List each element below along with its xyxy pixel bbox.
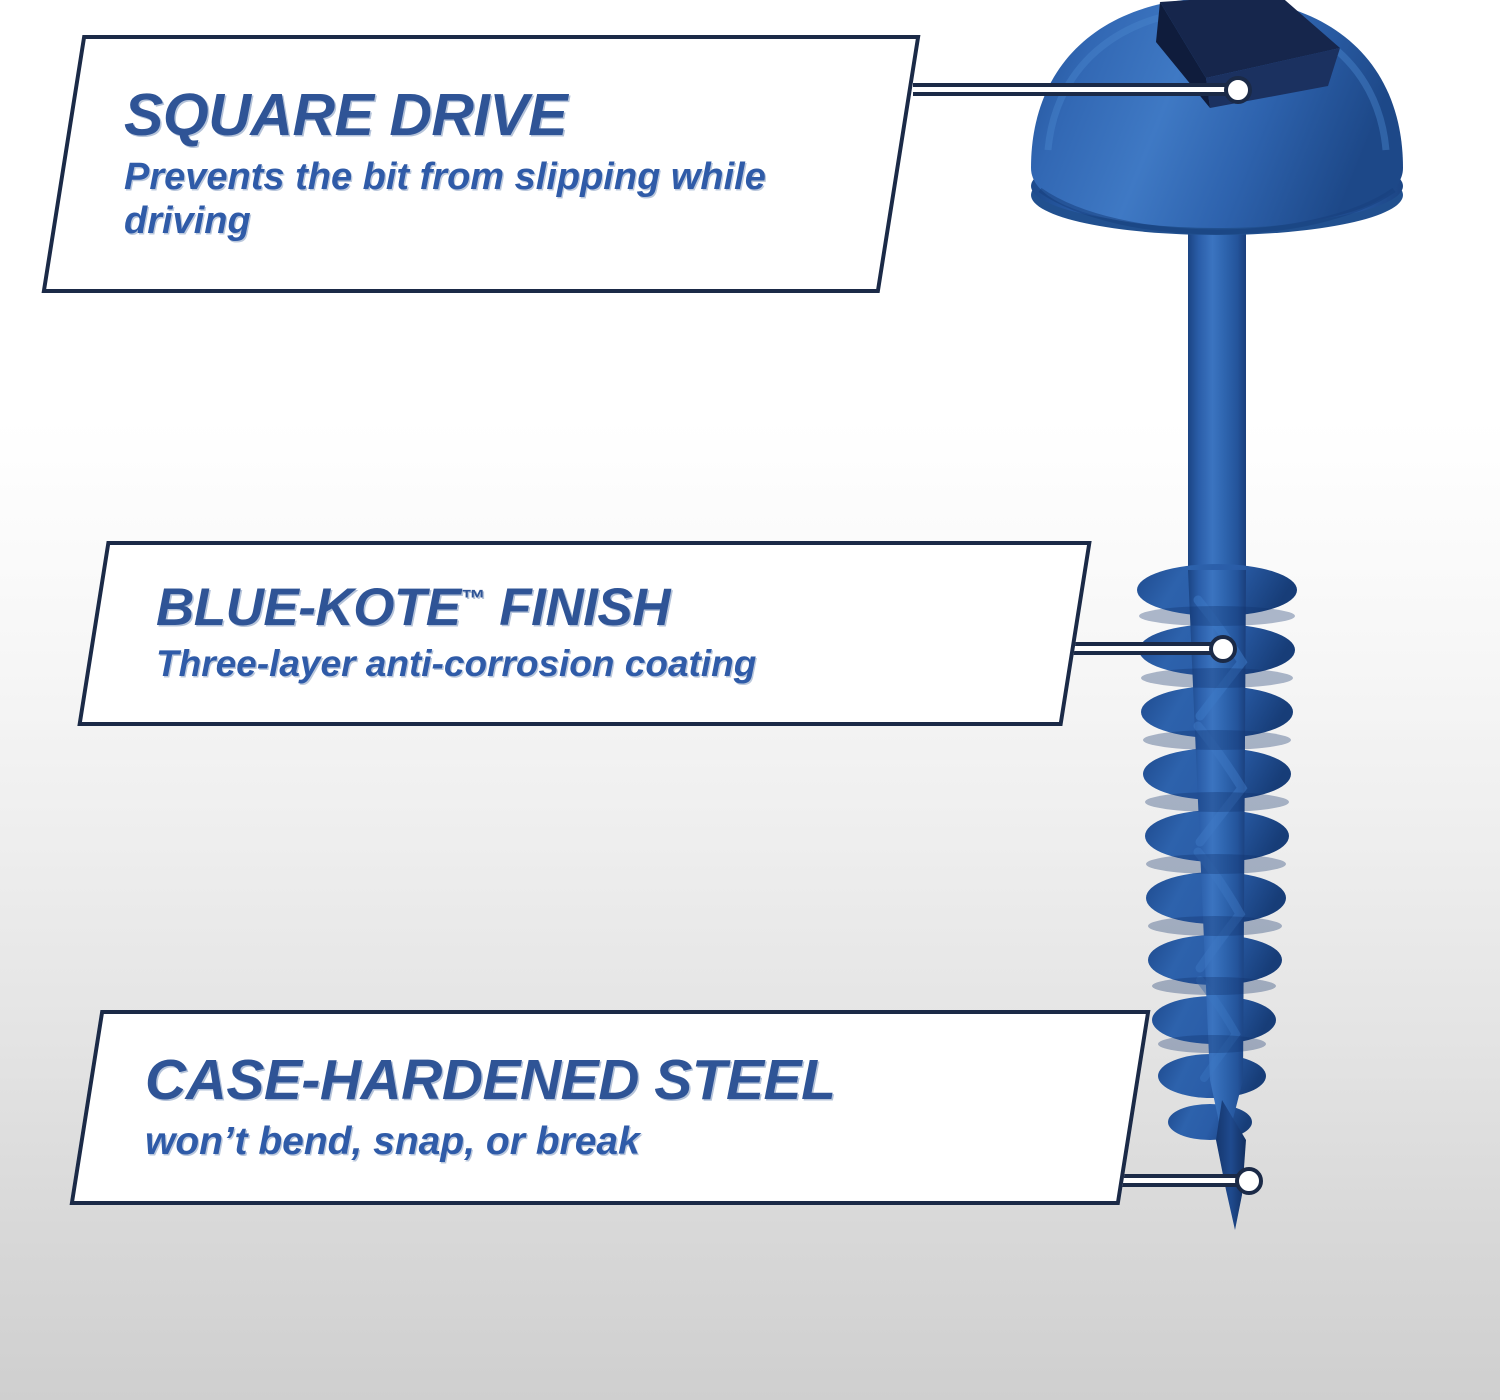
- callout-title-case-hardened: CASE-HARDENED STEEL: [145, 1047, 836, 1112]
- screw-illustration: [1031, 0, 1403, 1230]
- callout-subtitle-case-hardened: won’t bend, snap, or break: [145, 1119, 640, 1163]
- trademark-icon: ™: [460, 585, 486, 613]
- callout-subtitle-square-drive: Prevents the bit from slipping while dri…: [124, 156, 766, 243]
- leader-dot-icon-blue-kote: [1209, 635, 1237, 663]
- screw-head: [1031, 0, 1403, 235]
- callout-title-blue-kote-main: BLUE-KOTE: [156, 578, 461, 638]
- callout-case-hardened-steel: CASE-HARDENED STEEL won’t bend, snap, or…: [69, 1010, 1151, 1205]
- leader-dot-icon-square-drive: [1224, 76, 1252, 104]
- callout-blue-kote-finish: BLUE-KOTE™ FINISH Three-layer anti-corro…: [77, 541, 1092, 726]
- leader-line-blue-kote: [1048, 642, 1228, 655]
- callout-title-blue-kote: BLUE-KOTE™ FINISH: [156, 578, 1133, 638]
- callout-square-drive: SQUARE DRIVE Prevents the bit from slipp…: [41, 35, 921, 293]
- leader-line-square-drive: [913, 83, 1243, 96]
- screw-tip: [1216, 1100, 1246, 1230]
- leader-line-case-hardened: [1090, 1174, 1258, 1187]
- leader-dot-icon-case-hardened: [1235, 1167, 1263, 1195]
- callout-title-square-drive: SQUARE DRIVE: [124, 81, 568, 148]
- callout-title-blue-kote-suffix: FINISH: [485, 578, 670, 638]
- screw-threads: [1137, 564, 1297, 1150]
- callout-subtitle-blue-kote: Three-layer anti-corrosion coating: [156, 643, 757, 685]
- screw-shaft: [1188, 180, 1246, 580]
